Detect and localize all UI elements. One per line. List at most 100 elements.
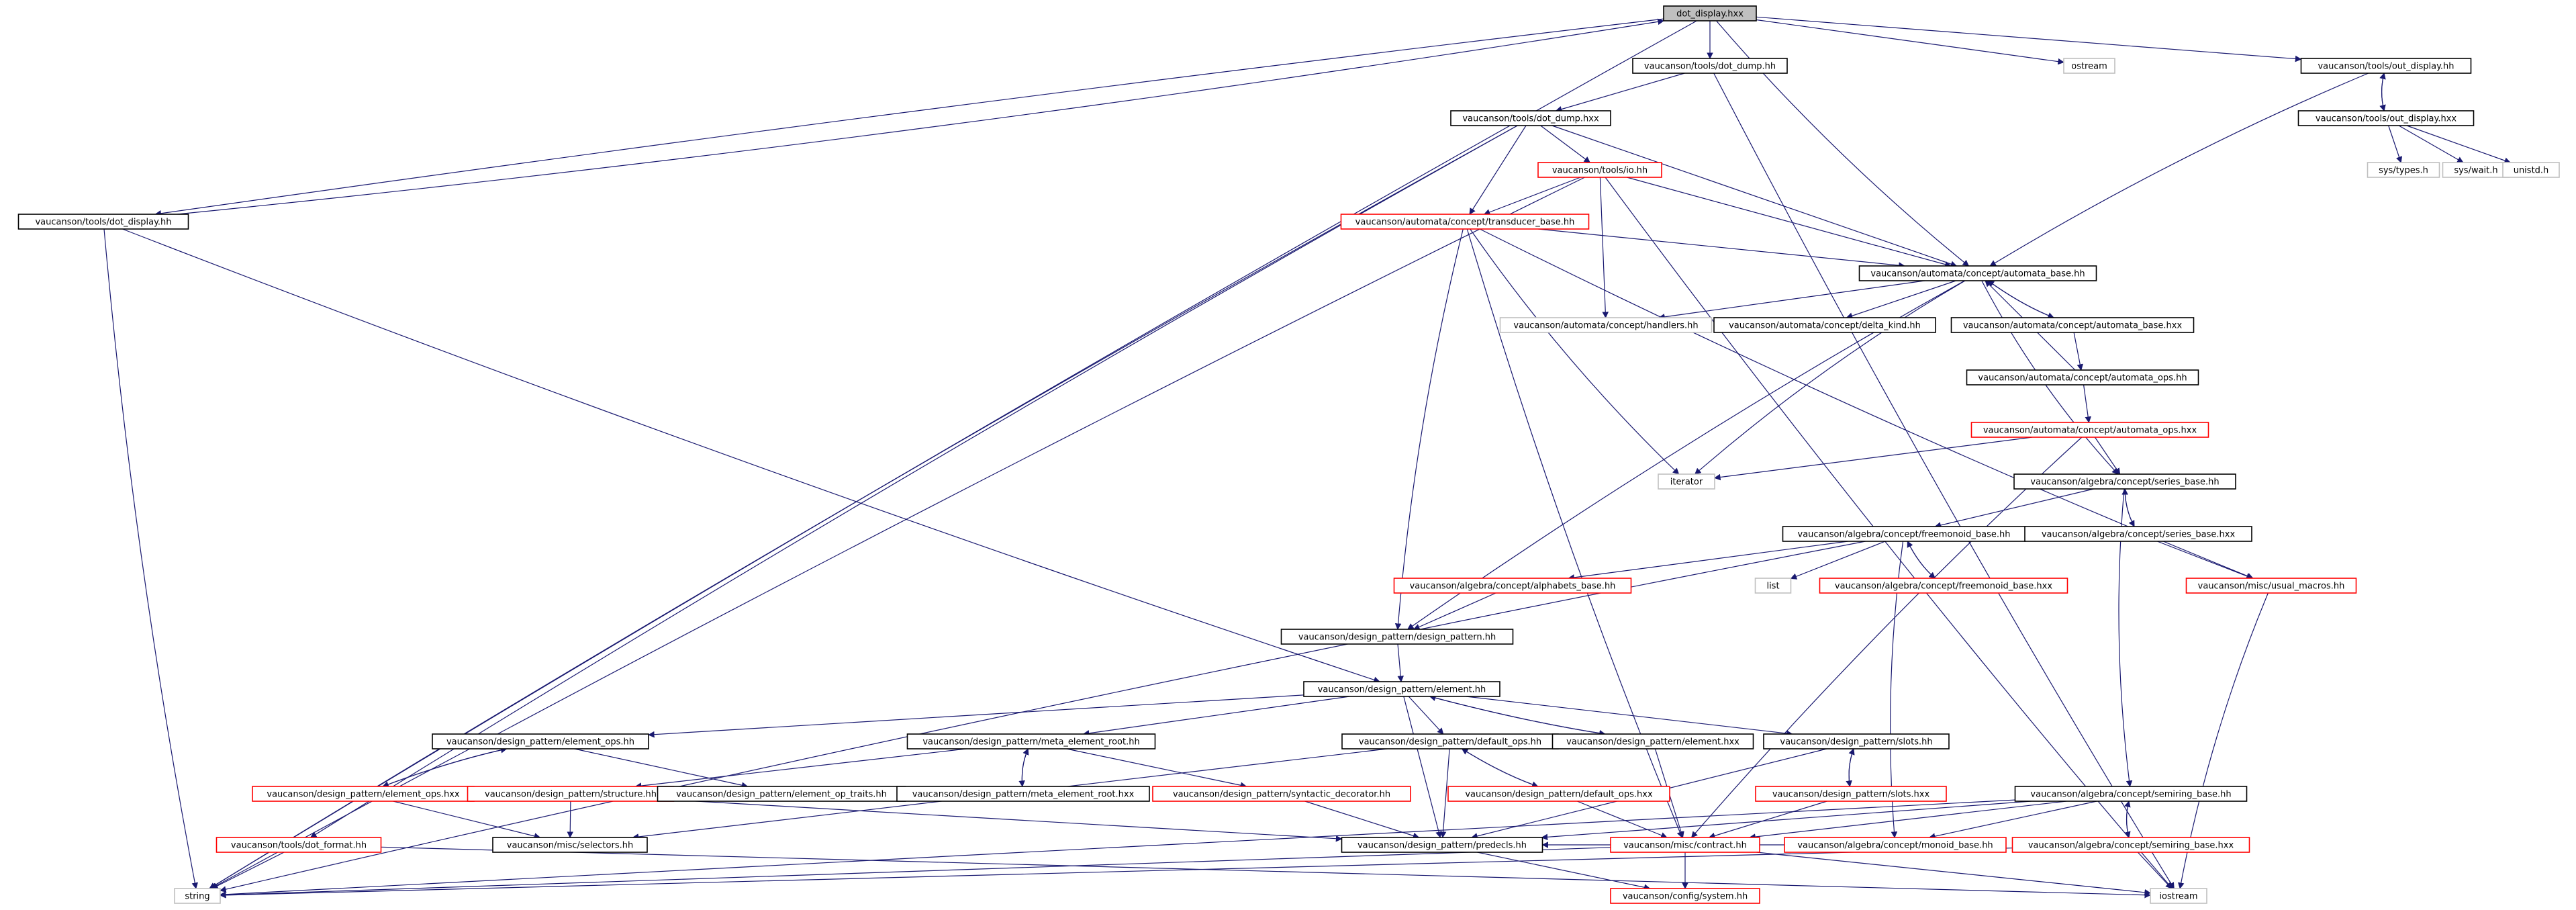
node-element-hxx[interactable]: vaucanson/design_pattern/element.hxx bbox=[1552, 733, 1754, 749]
node-semiring-base-hh[interactable]: vaucanson/algebra/concept/semiring_base.… bbox=[2014, 786, 2248, 802]
node-io-hh[interactable]: vaucanson/tools/io.hh bbox=[1537, 162, 1662, 178]
node-box bbox=[2150, 888, 2207, 904]
node-out-display-hh[interactable]: vaucanson/tools/out_display.hh bbox=[2300, 58, 2472, 74]
node-meta-element-root-hxx[interactable]: vaucanson/design_pattern/meta_element_ro… bbox=[896, 786, 1150, 802]
edge-semiring-base-hh-to-predecls bbox=[1541, 801, 2032, 841]
node-default-ops-hh[interactable]: vaucanson/design_pattern/default_ops.hh bbox=[1341, 733, 1559, 749]
node-label: vaucanson/algebra/concept/alphabets_base… bbox=[1410, 582, 1616, 592]
node-label: vaucanson/algebra/concept/freemonoid_bas… bbox=[1835, 582, 2052, 592]
edge-element-hh-to-default-ops-hh bbox=[1408, 696, 1444, 735]
node-box bbox=[2013, 473, 2236, 490]
node-structure-hh[interactable]: vaucanson/design_pattern/structure.hh bbox=[467, 786, 675, 802]
node-box bbox=[2185, 578, 2357, 594]
edge-dot-dump-hxx-to-io-hh bbox=[1540, 125, 1591, 163]
node-config-system[interactable]: vaucanson/config/system.hh bbox=[1610, 888, 1760, 904]
node-transducer-base[interactable]: vaucanson/automata/concept/transducer_ba… bbox=[1340, 214, 1590, 230]
node-element-ops-hxx[interactable]: vaucanson/design_pattern/element_ops.hxx bbox=[252, 786, 475, 802]
node-automata-base-hh[interactable]: vaucanson/automata/concept/automata_base… bbox=[1858, 265, 2097, 281]
node-sys-types[interactable]: sys/types.h bbox=[2367, 162, 2440, 178]
node-box bbox=[1280, 629, 1514, 645]
node-box bbox=[1610, 888, 1760, 904]
node-syntactic-decorator[interactable]: vaucanson/design_pattern/syntactic_decor… bbox=[1152, 786, 1411, 802]
edge-series-base-hh-to-series-base-hxx bbox=[2124, 488, 2135, 527]
node-box bbox=[2011, 837, 2250, 853]
node-list[interactable]: list bbox=[1754, 578, 1792, 594]
node-element-ops-hh[interactable]: vaucanson/design_pattern/element_ops.hh bbox=[432, 733, 649, 749]
edge-default-ops-hh-to-default-ops-hxx bbox=[1462, 748, 1539, 788]
node-label: vaucanson/design_pattern/slots.hh bbox=[1780, 737, 1932, 747]
node-automata-base-hxx[interactable]: vaucanson/automata/concept/automata_base… bbox=[1950, 317, 2195, 333]
node-predecls[interactable]: vaucanson/design_pattern/predecls.hh bbox=[1341, 837, 1543, 853]
node-slots-hxx[interactable]: vaucanson/design_pattern/slots.hxx bbox=[1755, 786, 1947, 802]
node-box bbox=[1713, 317, 1936, 333]
node-label: vaucanson/design_pattern/syntactic_decor… bbox=[1173, 790, 1390, 800]
edge-freemonoid-base-hxx-to-freemonoid-base-hh bbox=[1907, 541, 1936, 579]
node-series-base-hxx[interactable]: vaucanson/algebra/concept/series_base.hx… bbox=[2024, 526, 2252, 542]
edge-meta-element-root-hh-to-syntactic-decorator bbox=[1066, 748, 1247, 788]
edge-semiring-base-hh-to-contract bbox=[1749, 801, 2066, 840]
node-element-op-traits[interactable]: vaucanson/design_pattern/element_op_trai… bbox=[657, 786, 906, 802]
edge-contract-to-string bbox=[220, 847, 1611, 899]
node-box bbox=[1340, 214, 1590, 230]
node-label: vaucanson/design_pattern/default_ops.hxx bbox=[1465, 790, 1653, 800]
node-usual-macros[interactable]: vaucanson/misc/usual_macros.hh bbox=[2185, 578, 2357, 594]
node-sys-wait[interactable]: sys/wait.h bbox=[2442, 162, 2510, 178]
node-delta-kind[interactable]: vaucanson/automata/concept/delta_kind.hh bbox=[1713, 317, 1936, 333]
node-contract[interactable]: vaucanson/misc/contract.hh bbox=[1610, 837, 1760, 853]
node-slots-hh[interactable]: vaucanson/design_pattern/slots.hh bbox=[1763, 733, 1950, 749]
node-freemonoid-base-hxx[interactable]: vaucanson/algebra/concept/freemonoid_bas… bbox=[1819, 578, 2068, 594]
node-box bbox=[1858, 265, 2097, 281]
node-box bbox=[1610, 837, 1760, 853]
node-label: vaucanson/design_pattern/element_ops.hh bbox=[446, 737, 634, 747]
node-dot-format[interactable]: vaucanson/tools/dot_format.hh bbox=[216, 837, 382, 853]
node-root[interactable]: dot_display.hxx bbox=[1663, 5, 1757, 21]
node-element-hh[interactable]: vaucanson/design_pattern/element.hh bbox=[1303, 681, 1500, 697]
node-dot-display-hh[interactable]: vaucanson/tools/dot_display.hh bbox=[17, 214, 189, 230]
node-box bbox=[1450, 110, 1611, 126]
edge-structure-hh-to-predecls bbox=[673, 799, 1343, 842]
node-default-ops-hxx[interactable]: vaucanson/design_pattern/default_ops.hxx bbox=[1447, 786, 1670, 802]
edge-automata-ops-hxx-to-iterator bbox=[1714, 437, 2033, 481]
edge-io-hh-to-string bbox=[210, 177, 1585, 889]
edge-default-ops-hxx-to-default-ops-hh bbox=[1461, 748, 1538, 787]
node-string[interactable]: string bbox=[174, 888, 221, 904]
node-semiring-base-hxx[interactable]: vaucanson/algebra/concept/semiring_base.… bbox=[2011, 837, 2250, 853]
edge-automata-base-hxx-to-automata-base-hh bbox=[1987, 280, 2054, 318]
edge-series-base-hxx-to-usual-macros bbox=[2157, 541, 2253, 580]
node-handlers[interactable]: vaucanson/automata/concept/handlers.hh bbox=[1499, 317, 1713, 333]
edge-dot-display-hh-to-string bbox=[103, 228, 199, 889]
node-automata-ops-hxx[interactable]: vaucanson/automata/concept/automata_ops.… bbox=[1970, 422, 2209, 438]
node-label: string bbox=[185, 892, 209, 902]
node-label: vaucanson/design_pattern/meta_element_ro… bbox=[922, 737, 1139, 747]
node-alphabets-base[interactable]: vaucanson/algebra/concept/alphabets_base… bbox=[1393, 578, 1632, 594]
node-iterator[interactable]: iterator bbox=[1658, 473, 1715, 490]
edge-root-to-string bbox=[209, 20, 1697, 889]
node-automata-ops-hh[interactable]: vaucanson/automata/concept/automata_ops.… bbox=[1966, 369, 2199, 385]
node-label: vaucanson/tools/dot_dump.hxx bbox=[1462, 114, 1599, 124]
node-out-display-hxx[interactable]: vaucanson/tools/out_display.hxx bbox=[2297, 110, 2475, 126]
node-series-base-hh[interactable]: vaucanson/algebra/concept/series_base.hh bbox=[2013, 473, 2236, 490]
node-unistd[interactable]: unistd.h bbox=[2502, 162, 2560, 178]
edge-automata-base-hh-to-delta-kind bbox=[1846, 280, 1956, 319]
node-iostream[interactable]: iostream bbox=[2150, 888, 2207, 904]
node-dot-dump-hh[interactable]: vaucanson/tools/dot_dump.hh bbox=[1632, 58, 1788, 74]
node-freemonoid-base-hh[interactable]: vaucanson/algebra/concept/freemonoid_bas… bbox=[1782, 526, 2026, 542]
edge-root-to-out-display-hh bbox=[1756, 16, 2302, 62]
node-box bbox=[1784, 837, 2007, 853]
node-design-pattern-hh[interactable]: vaucanson/design_pattern/design_pattern.… bbox=[1280, 629, 1514, 645]
node-meta-element-root-hh[interactable]: vaucanson/design_pattern/meta_element_ro… bbox=[906, 733, 1156, 749]
node-box bbox=[906, 733, 1156, 749]
node-label: vaucanson/design_pattern/element_op_trai… bbox=[676, 790, 887, 800]
edge-element-ops-hxx-to-selectors bbox=[393, 801, 541, 839]
node-monoid-base[interactable]: vaucanson/algebra/concept/monoid_base.hh bbox=[1784, 837, 2007, 853]
node-selectors[interactable]: vaucanson/misc/selectors.hh bbox=[492, 837, 648, 853]
node-label: vaucanson/design_pattern/element_ops.hxx bbox=[267, 790, 460, 800]
node-label: vaucanson/design_pattern/design_pattern.… bbox=[1298, 633, 1496, 643]
edge-out-display-hxx-to-sys-types bbox=[2388, 125, 2403, 163]
node-ostream[interactable]: ostream bbox=[2063, 58, 2115, 74]
node-dot-dump-hxx[interactable]: vaucanson/tools/dot_dump.hxx bbox=[1450, 110, 1611, 126]
node-box bbox=[432, 733, 649, 749]
node-label: vaucanson/design_pattern/default_ops.hh bbox=[1359, 737, 1541, 747]
node-box bbox=[2063, 58, 2115, 74]
node-label: vaucanson/tools/out_display.hxx bbox=[2316, 114, 2457, 124]
